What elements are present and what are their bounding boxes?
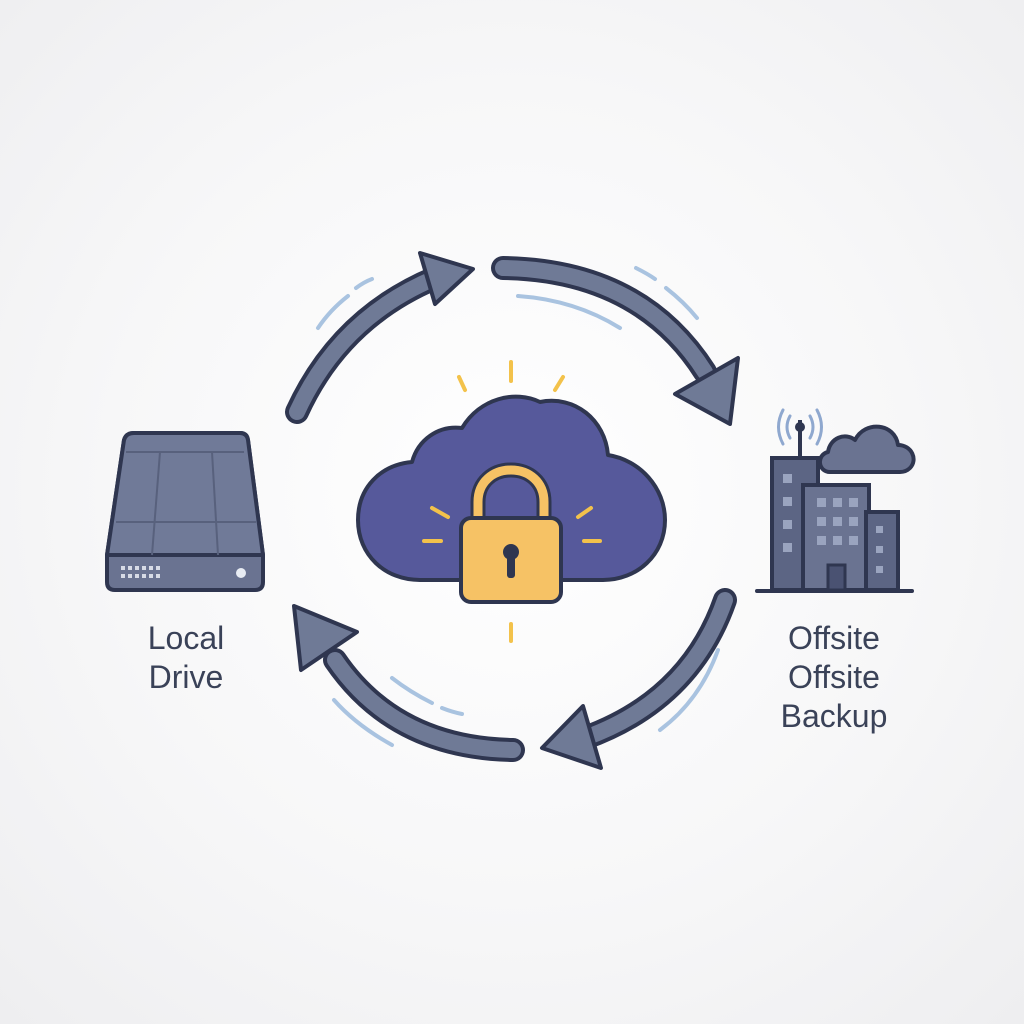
offsite-label-line2: Offsite xyxy=(788,659,880,695)
arrow-top-left xyxy=(285,251,475,424)
local-drive-label: Local Drive xyxy=(106,619,266,697)
small-cloud-icon xyxy=(818,424,916,474)
offsite-backup-label: Offsite Offsite Backup xyxy=(752,619,916,736)
motion-lines xyxy=(316,266,720,747)
building-windows xyxy=(783,474,883,573)
building-door xyxy=(826,563,847,592)
cloud-lock-icon xyxy=(356,360,667,643)
local-drive-label-line1: Local xyxy=(147,620,225,656)
arrow-top-right xyxy=(491,256,740,426)
offsite-label-line1: Offsite xyxy=(788,620,880,656)
hard-drive-icon xyxy=(105,431,265,592)
padlock-icon xyxy=(459,462,563,604)
spark-lines xyxy=(422,360,602,643)
arrow-bottom-left xyxy=(292,604,525,762)
signal-icon xyxy=(777,408,823,446)
arrow-bottom-right xyxy=(540,588,737,770)
offsite-label-line3: Backup xyxy=(780,698,888,734)
cloud-shape xyxy=(356,394,667,582)
local-drive-label-line2: Drive xyxy=(148,659,224,695)
sync-arrows xyxy=(285,251,740,770)
office-building-cloud-icon xyxy=(755,408,916,593)
drive-led xyxy=(236,568,246,578)
drive-vents xyxy=(121,566,160,578)
